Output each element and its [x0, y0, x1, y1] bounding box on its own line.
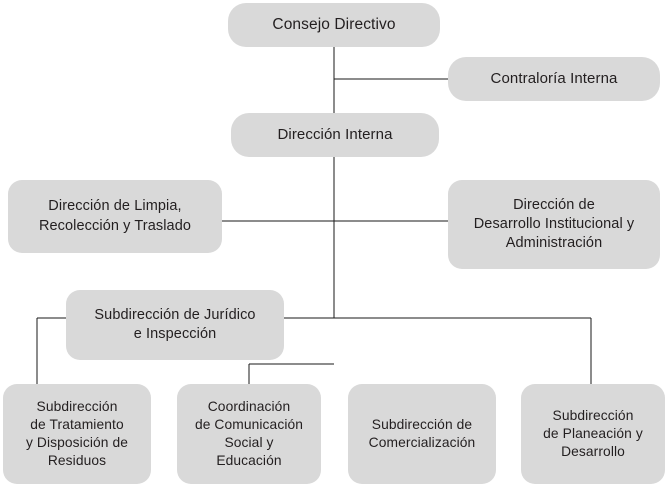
node-consejo-directivo[interactable]: Consejo Directivo [228, 3, 440, 47]
node-subdireccion-de-tratamiento[interactable]: Subdirección de Tratamiento y Disposició… [3, 384, 151, 484]
node-contraloria-interna[interactable]: Contraloría Interna [448, 57, 660, 101]
node-label: Subdirección de Jurídico e Inspección [94, 306, 256, 342]
node-direccion-de-desarrollo-institucional[interactable]: Dirección de Desarrollo Institucional y … [448, 180, 660, 269]
node-subdireccion-de-comercializacion[interactable]: Subdirección de Comercialización [348, 384, 496, 484]
node-label: Contraloría Interna [490, 70, 618, 88]
node-direccion-de-limpia[interactable]: Dirección de Limpia, Recolección y Trasl… [8, 180, 222, 253]
node-coordinacion-de-comunicacion[interactable]: Coordinación de Comunicación Social y Ed… [177, 384, 321, 484]
node-label: Coordinación de Comunicación Social y Ed… [194, 398, 304, 469]
node-label: Dirección Interna [277, 126, 393, 144]
node-direccion-interna[interactable]: Dirección Interna [231, 113, 439, 157]
node-label: Subdirección de Tratamiento y Disposició… [25, 398, 129, 469]
node-label: Dirección de Limpia, Recolección y Trasl… [38, 198, 192, 234]
node-label: Subdirección de Planeación y Desarrollo [543, 407, 643, 460]
node-subdireccion-de-planeacion[interactable]: Subdirección de Planeación y Desarrollo [521, 384, 665, 484]
node-label: Consejo Directivo [272, 15, 396, 33]
node-label: Subdirección de Comercialización [368, 416, 476, 450]
node-label: Dirección de Desarrollo Institucional y … [473, 196, 635, 252]
node-subdireccion-de-juridico[interactable]: Subdirección de Jurídico e Inspección [66, 290, 284, 360]
